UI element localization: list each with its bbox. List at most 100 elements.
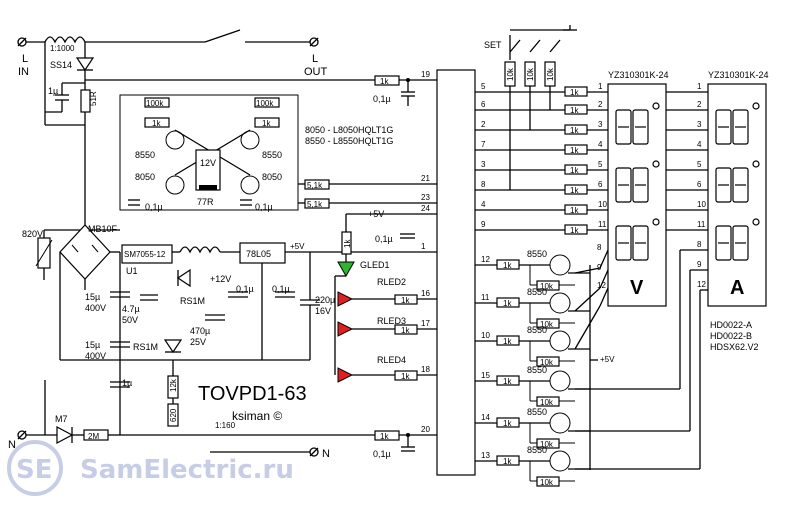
seven-segment-digit [615,102,660,145]
svg-text:2M: 2M [88,432,99,441]
driver-pull-resistor-label: 10k [540,320,554,329]
digit-pin-v-label: 8 [597,243,602,252]
display-pin-label: 11 [697,220,706,229]
digit-pin-v-label: 12 [597,281,606,290]
mcu-pin-label: 5 [481,82,486,91]
watermark-text: SamElectric.ru [80,455,294,485]
svg-text:HD0022-A: HD0022-A [710,320,752,330]
led-section: +5V 1k GLED1 RLED2 1k RLED3 1k RLED4 1k … [334,209,437,383]
segment-resistor-label: 1k [570,88,579,97]
set-button-3[interactable] [549,39,561,53]
display-pin-label: 1 [598,82,603,91]
driver-base-resistor-label: 1k [503,457,512,466]
seven-segment-digit [715,218,760,261]
ct-ratio-top: 1:1000 [50,44,75,53]
svg-text:50V: 50V [122,315,138,325]
watermark: SE SamElectric.ru [7,440,294,496]
red-led-4 [337,367,354,383]
display-pin-label: 5 [598,160,603,169]
driver-pull-resistor-label: 10k [540,358,554,367]
res-100k-right [254,97,280,108]
svg-text:HD0022-B: HD0022-B [710,331,752,341]
mcu-pin-label: 9 [481,220,486,229]
mcu-pin-label: 1 [421,242,426,251]
display-pin-label: 11 [598,220,607,229]
display-a: YZ310301K-24 A [707,70,769,307]
q8550-digit-driver [549,450,571,472]
display-pin-label: 2 [697,100,702,109]
display-a-body [707,83,767,307]
display-pin-label: 10 [598,200,607,209]
svg-text:15µ: 15µ [85,292,100,302]
driver-base-resistor-label: 1k [503,261,512,270]
mcu-pin-label: 17 [421,319,430,328]
svg-text:820V: 820V [22,229,43,239]
segment-resistor-label: 1k [570,106,579,115]
driver-transistor-label: 8550 [527,407,547,417]
m7-diode [56,426,74,444]
driver-pull-resistor-label: 10k [540,478,554,487]
set-button-2[interactable] [529,39,541,53]
transistor-note-1: 8050 - L8050HQLT1G [305,125,393,135]
l-out-label2: OUT [304,66,328,78]
q8550-digit-driver [549,370,571,392]
svg-text:8050: 8050 [262,172,282,182]
power-supply: 820V MB10F 15µ 400V 15µ 400V 1µ SM7055-1… [22,224,437,427]
driver-pull-resistor-label: 10k [540,282,554,291]
set-button-1[interactable] [509,39,521,53]
svg-text:16V: 16V [315,306,331,316]
svg-text:MB10F: MB10F [88,224,118,234]
res-100k-left [144,97,170,108]
svg-text:1k: 1k [343,239,352,248]
mcu-pin-label: 10 [481,331,490,340]
mcu-pin-label: 14 [481,413,490,422]
digit-pin-a-label: 9 [697,260,702,269]
mcu-pin-label: 6 [481,100,486,109]
l-out-terminal[interactable] [309,37,319,47]
svg-text:0,1µ: 0,1µ [272,284,290,294]
l-out-label: L [312,53,318,65]
svg-text:1k: 1k [401,326,410,335]
svg-text:GLED1: GLED1 [360,260,390,270]
relay-driver: 100k 100k 1k 1k 8550 8550 8050 8050 12V … [119,94,437,212]
q8550-right [240,130,260,150]
svg-text:78L05: 78L05 [246,249,271,259]
mcu-body [436,69,476,476]
mcu-pin-label: 12 [481,255,490,264]
svg-text:HDSX62.V2: HDSX62.V2 [710,342,759,352]
svg-text:1k: 1k [152,119,161,128]
res-1k-left [144,117,170,128]
mcu-pin-label: 7 [481,140,486,149]
pullup-label: 10k [546,67,555,81]
load-switch[interactable] [204,29,241,43]
board-title: TOVPD1-63 [198,383,307,405]
transistor-note-2: 8550 - L8550HQLT1G [305,136,393,146]
driver-base-resistor-label: 1k [503,337,512,346]
svg-text:0,1µ: 0,1µ [373,94,391,104]
svg-text:U1: U1 [126,266,138,276]
svg-text:0,1µ: 0,1µ [375,234,393,244]
mcu-pin-label: 8 [481,180,486,189]
power-input-section: L IN L OUT 1:1000 SS14 1µ 51R [17,29,400,230]
seven-segment-digit [615,218,660,261]
svg-text:0,1µ: 0,1µ [236,284,254,294]
q8550-digit-driver [549,330,571,352]
svg-text:100k: 100k [256,99,274,108]
driver-transistor-label: 8550 [527,445,547,455]
svg-text:1k: 1k [380,432,389,441]
display-v: YZ310301K-24 V [607,70,669,307]
mcu-pin-label: 15 [481,371,490,380]
svg-text:+5V: +5V [600,355,615,364]
svg-text:M7: M7 [55,414,68,424]
svg-text:12k: 12k [169,378,178,392]
segment-resistor-label: 1k [570,146,579,155]
driver-transistor-label: 8550 [527,325,547,335]
res-51r [80,89,91,113]
display-a-label: A [730,277,744,299]
driver-base-resistor-label: 1k [503,377,512,386]
svg-text:5,1k: 5,1k [307,181,323,190]
svg-text:1:160: 1:160 [215,421,236,430]
svg-text:8050: 8050 [135,172,155,182]
